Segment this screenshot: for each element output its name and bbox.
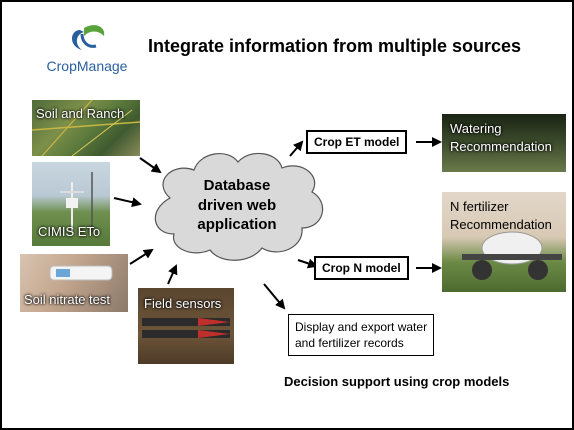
database-line1: Database xyxy=(203,177,271,194)
arrow-to-et xyxy=(289,140,304,157)
slide-title: Integrate information from multiple sour… xyxy=(148,36,522,56)
nfertilizer-photo: N fertilizer Recommendation xyxy=(442,192,566,292)
database-label: Database driven web application xyxy=(162,176,312,235)
database-line2: driven web xyxy=(197,196,277,214)
arrow-soil-ranch xyxy=(139,157,162,174)
field-sensors-label: Field sensors xyxy=(144,296,222,311)
database-line3: application xyxy=(197,216,277,233)
soil-nitrate-photo: Soil nitrate test xyxy=(20,254,128,312)
cimis-label: CIMIS ETo xyxy=(38,224,101,239)
soil-ranch-photo: Soil and Ranch xyxy=(32,100,140,156)
arrow-nitrate xyxy=(129,248,154,265)
footer-caption: Decision support using crop models xyxy=(284,374,510,389)
cropmanage-logo: CropManage xyxy=(32,20,142,82)
records-line2: and fertilizer records xyxy=(295,336,404,351)
logo-text: CropManage xyxy=(46,58,128,74)
soil-nitrate-label: Soil nitrate test xyxy=(24,292,110,307)
leaf-icon xyxy=(72,25,105,50)
field-sensors-photo: Field sensors xyxy=(138,288,234,364)
crop-n-model-box: Crop N model xyxy=(314,256,409,280)
soil-ranch-label: Soil and Ranch xyxy=(36,106,125,121)
watering-photo: Watering Recommendation xyxy=(442,114,566,172)
arrow-sensors xyxy=(167,264,178,285)
cimis-photo: CIMIS ETo xyxy=(32,162,110,246)
records-box: Display and export water and fertilizer … xyxy=(288,314,435,357)
crop-et-model-box: Crop ET model xyxy=(306,130,408,154)
watering-line2: Recommendation xyxy=(450,138,552,154)
records-line1: Display and export water xyxy=(295,320,428,334)
arrow-to-n xyxy=(297,258,318,269)
arrow-cimis xyxy=(113,197,142,208)
database-cloud xyxy=(154,152,324,261)
watering-line1: Watering xyxy=(450,121,502,136)
arrow-to-records xyxy=(263,283,286,310)
nfert-line2: Recommendation xyxy=(450,216,552,232)
nfert-line1: N fertilizer xyxy=(450,199,509,214)
